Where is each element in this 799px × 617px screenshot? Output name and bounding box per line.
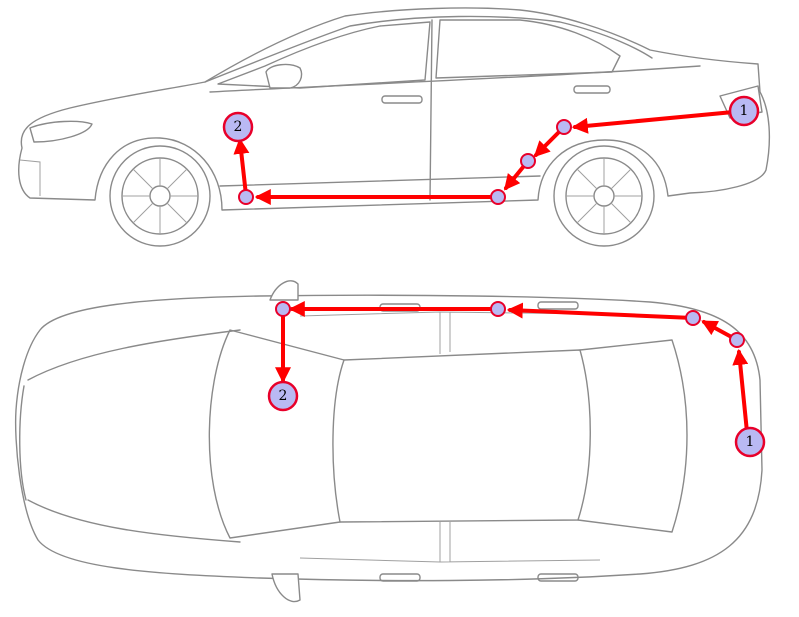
side-path-segment-1 — [571, 109, 746, 134]
car-side-front-bumper — [19, 159, 41, 196]
waypoints — [238, 119, 745, 348]
car-side-sill-line — [219, 175, 541, 187]
car-side-door-handle-rear — [573, 85, 611, 94]
top-end-label: 2 — [279, 388, 288, 404]
car-side-window-front — [217, 21, 431, 89]
top-waypoint-3 — [490, 301, 506, 317]
car-side-front-wheel — [109, 145, 211, 247]
side-start-label: 1 — [740, 103, 749, 119]
car-side-door-divider — [429, 19, 433, 201]
side-waypoint-2 — [520, 153, 536, 169]
car-top-front-bumper — [19, 385, 27, 501]
top-start-marker: 1 — [734, 426, 766, 458]
top-path-segment-3 — [506, 302, 695, 320]
side-end-label: 2 — [234, 119, 243, 135]
top-start-label: 1 — [746, 434, 755, 450]
car-top-rear-window — [577, 339, 688, 533]
car-top-mirror-upper — [269, 280, 299, 301]
car-top-body — [14, 294, 763, 582]
car-side-mirror — [265, 63, 303, 89]
car-side-body — [18, 7, 771, 211]
car-top-hood — [27, 329, 241, 543]
car-side-rear-wheel — [553, 145, 655, 247]
car-side-headlight — [29, 120, 93, 143]
top-waypoint-4 — [275, 301, 291, 317]
car-side-door-handle-front — [381, 95, 423, 104]
car-top-roof — [339, 349, 591, 523]
car-top-lower-doors — [299, 522, 601, 563]
side-waypoint-4 — [238, 189, 254, 205]
side-waypoint-1 — [556, 119, 572, 135]
side-start-marker: 1 — [728, 95, 760, 127]
car-top-handle-rear-lower — [537, 573, 579, 582]
inspection-paths — [233, 109, 750, 444]
side-path-segment-5 — [233, 137, 250, 197]
car-top-view — [14, 280, 763, 603]
top-path-segment-1 — [732, 348, 750, 444]
top-end-marker: 2 — [267, 380, 299, 412]
side-waypoint-3 — [490, 189, 506, 205]
car-side-window-rear — [435, 19, 621, 79]
side-end-marker: 2 — [222, 111, 254, 143]
car-top-windshield — [208, 329, 345, 539]
car-top-handle-front-lower — [379, 573, 421, 582]
car-side-roofline — [204, 15, 653, 83]
car-top-handle-rear-upper — [537, 301, 579, 310]
car-side-view — [18, 7, 771, 247]
car-top-mirror-lower — [271, 573, 301, 603]
car-side-belt-line — [209, 65, 701, 93]
top-waypoint-2 — [685, 310, 701, 326]
top-waypoint-1 — [729, 332, 745, 348]
